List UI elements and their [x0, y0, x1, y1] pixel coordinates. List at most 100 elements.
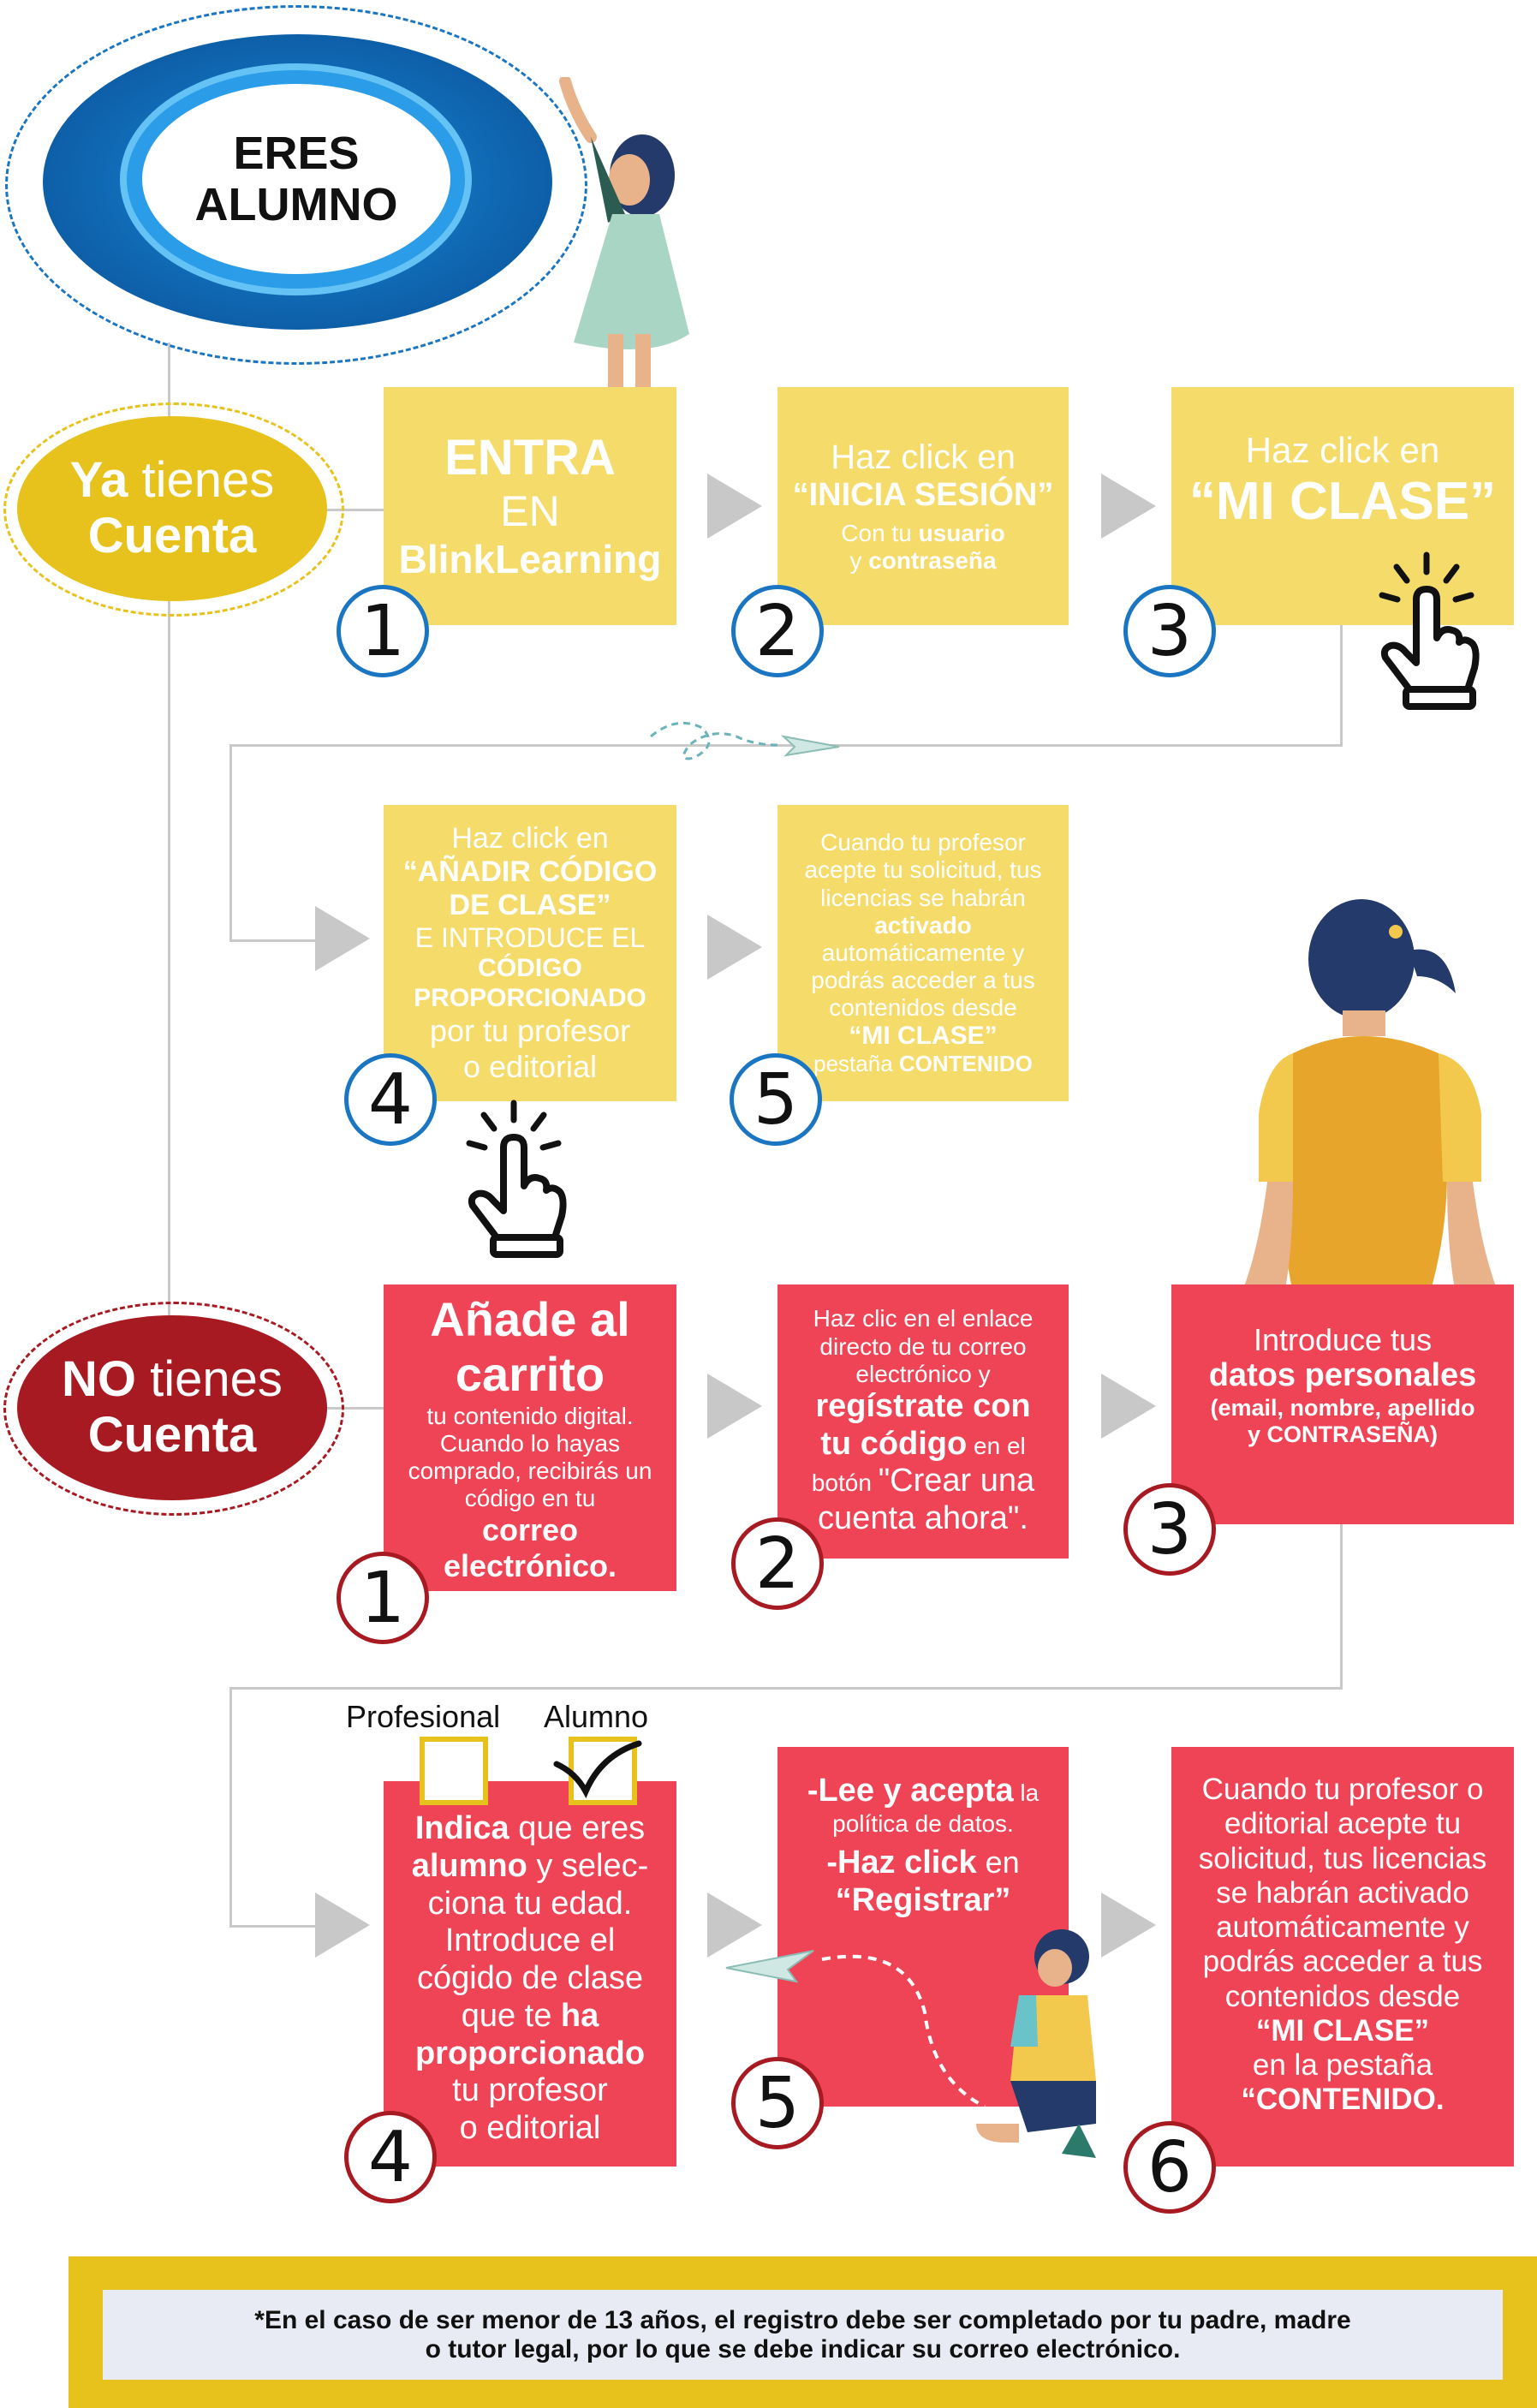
- no-s6-l3: solicitud, tus licencias: [1198, 1841, 1487, 1875]
- ya-s4-l8: o editorial: [462, 1048, 598, 1084]
- pointing-hand-icon: [1379, 551, 1480, 710]
- ya-cuenta-line2: Cuenta: [87, 508, 257, 563]
- connector-row2-down: [229, 744, 232, 941]
- no-arrow-3: [315, 1892, 370, 1958]
- ya-step-3-number: 3: [1123, 585, 1216, 677]
- ya-s5-l7: contenidos desde: [829, 994, 1017, 1022]
- ya-arrow-1: [707, 474, 762, 539]
- no-s6-l10: “CONTENIDO.: [1241, 2083, 1445, 2117]
- ya-s4-l1: Haz click en: [451, 822, 609, 855]
- ya-cuenta-rest: tienes: [128, 452, 275, 509]
- ya-s2-l2: “INICIA SESIÓN”: [792, 476, 1054, 513]
- no-arrow-1: [707, 1374, 762, 1439]
- paper-plane-doodle: [650, 721, 840, 760]
- sitting-girl-illustration: [1242, 899, 1498, 1293]
- no-s4-l2a: alumno: [411, 1848, 527, 1885]
- no-s2-l7: cuenta ahora".: [818, 1499, 1028, 1536]
- ya-step-1-number: 1: [337, 585, 429, 677]
- no-s6-l5: automáticamente y: [1216, 1910, 1469, 1944]
- boy-paper-plane-illustration: [725, 1929, 1096, 2158]
- connector-no: [325, 1407, 385, 1410]
- no-step-6: Cuando tu profesor o editorial acepte tu…: [1171, 1747, 1514, 2167]
- no-s6-l8: “MI CLASE”: [1255, 2013, 1430, 2047]
- ya-s5-l8: “MI CLASE”: [849, 1022, 998, 1051]
- no-s5-l1a: -Lee y acepta: [807, 1773, 1014, 1809]
- no-s4-l7: proporcionado: [414, 2035, 646, 2071]
- no-s1-l2: carrito: [455, 1347, 605, 1402]
- no-arrow-5: [1101, 1892, 1156, 1958]
- ya-cuenta-ring: [3, 402, 344, 617]
- no-s5-l3b: en: [976, 1844, 1020, 1880]
- no-s2-l2: directo de tu correo: [819, 1332, 1027, 1360]
- no-s3-l4: y CONTRASEÑA): [1247, 1422, 1438, 1448]
- ya-s5-l9a: pestaña: [813, 1050, 899, 1076]
- ya-s5-l9b: CONTENIDO: [898, 1050, 1033, 1076]
- option-profesional-label: Profesional: [346, 1699, 501, 1734]
- ya-cuenta-bold: Ya: [69, 452, 128, 509]
- no-s3-l1: Introduce tus: [1253, 1322, 1433, 1357]
- girl-reaching-illustration: [559, 77, 689, 451]
- no-s5-l4: “Registrar”: [835, 1881, 1011, 1918]
- no-s6-l9: en la pestaña: [1252, 2048, 1433, 2082]
- no-s3-l2: datos personales: [1208, 1357, 1477, 1394]
- no-arrow-2: [1101, 1374, 1156, 1439]
- ya-s2-l4b: contraseña: [868, 546, 997, 574]
- no-step-2: Haz clic en el enlace directo de tu corr…: [777, 1284, 1069, 1559]
- no-cuenta-ring: [3, 1302, 344, 1516]
- no-s5-l2: política de datos.: [832, 1809, 1014, 1837]
- ya-arrow-4: [707, 915, 762, 980]
- no-s3-l3: (email, nombre, apellido: [1210, 1395, 1475, 1422]
- profesional-checkbox[interactable]: [420, 1737, 488, 1805]
- no-step-1-number: 1: [337, 1552, 429, 1644]
- no-s2-l5a: tu código: [820, 1425, 968, 1462]
- ya-s2-l4a: y: [849, 546, 869, 574]
- ya-s3-l2: “MI CLASE”: [1188, 472, 1497, 532]
- no-step-4-number: 4: [344, 2111, 437, 2203]
- no-s6-l6: podrás acceder a tus: [1202, 1945, 1483, 1979]
- footer-note-line2: o tutor legal, por lo que se debe indica…: [425, 2334, 1181, 2363]
- no-s4-l1b: que eres: [509, 1810, 646, 1847]
- no-s4-l2b: y selec-: [527, 1848, 649, 1885]
- no-step-3: Introduce tus datos personales (email, n…: [1171, 1284, 1514, 1524]
- ya-s2-l3b: usuario: [918, 519, 1005, 546]
- ya-s4-l7: por tu profesor: [429, 1013, 631, 1049]
- connector-row4-in: [229, 1925, 315, 1928]
- no-cuenta-line2: Cuenta: [87, 1407, 257, 1463]
- option-alumno-label: Alumno: [544, 1699, 649, 1734]
- ya-arrow-2: [1101, 474, 1156, 539]
- no-s1-l5: comprado, recibirás un: [408, 1457, 652, 1484]
- no-s4-l9: o editorial: [459, 2109, 601, 2146]
- no-s4-l5: cógido de clase: [416, 1960, 644, 1997]
- no-s6-l1: Cuando tu profesor o: [1201, 1773, 1484, 1806]
- header-dashed-ring: [5, 5, 587, 365]
- ya-step-4-number: 4: [344, 1053, 437, 1146]
- ya-step-5-number: 5: [730, 1053, 822, 1146]
- no-s1-l4: Cuando lo hayas: [439, 1429, 621, 1457]
- header-line2: ALUMNO: [194, 179, 398, 230]
- connector-row1-across: [229, 744, 1343, 747]
- connector-row1-down: [1340, 625, 1343, 745]
- no-s5-l1b: la: [1013, 1779, 1040, 1806]
- no-s4-l8: tu profesor: [452, 2072, 608, 2109]
- no-step-5-number: 5: [731, 2057, 824, 2149]
- ya-cuenta-badge: Ya tienes Cuenta: [17, 416, 327, 601]
- footer-note: *En el caso de ser menor de 13 años, el …: [103, 2290, 1503, 2380]
- no-s4-l6b: ha: [560, 1997, 599, 2034]
- ya-s1-l1: ENTRA: [444, 430, 616, 486]
- ya-s5-l1: Cuando tu profesor: [820, 829, 1026, 856]
- checkmark-icon: [553, 1740, 642, 1798]
- connector-row2-in: [229, 939, 315, 942]
- ya-step-1: ENTRA EN BlinkLearning: [384, 387, 676, 625]
- no-cuenta-badge: NO tienes Cuenta: [17, 1315, 327, 1500]
- ya-s5-l5: automáticamente y: [821, 939, 1025, 966]
- no-s2-l6a: botón: [811, 1469, 879, 1497]
- no-step-6-number: 6: [1123, 2121, 1216, 2214]
- footer-note-line1: *En el caso de ser menor de 13 años, el …: [254, 2305, 1351, 2334]
- no-s1-l8: electrónico.: [443, 1547, 617, 1583]
- pointing-hand-icon-2: [466, 1100, 567, 1258]
- ya-s1-l3: BlinkLearning: [398, 536, 662, 581]
- ya-s5-l3: licencias se habrán: [820, 884, 1026, 911]
- alumno-checkbox[interactable]: [553, 1737, 642, 1805]
- no-s4-l1a: Indica: [414, 1810, 509, 1847]
- ya-step-4: Haz click en “AÑADIR CÓDIGO DE CLASE” E …: [384, 805, 676, 1101]
